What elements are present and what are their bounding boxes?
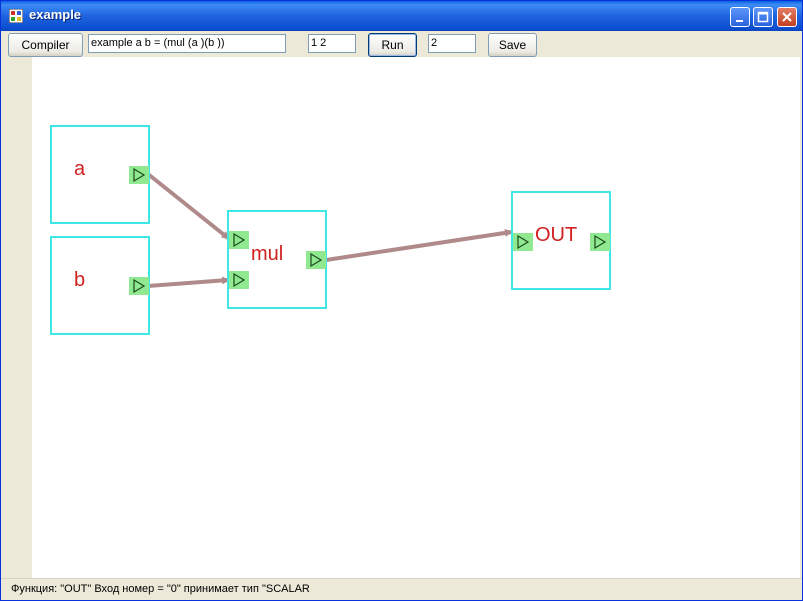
node-mul-label: mul xyxy=(251,243,284,265)
port-arrow-icon xyxy=(233,232,246,248)
wire-mul-to-out xyxy=(325,228,513,262)
status-bar: Функция: "OUT" Вход номер = "0" принимае… xyxy=(1,578,802,600)
minimize-button[interactable] xyxy=(730,7,750,27)
node-b-output-port[interactable] xyxy=(129,277,149,295)
graph-canvas[interactable]: a b mul OUT xyxy=(32,57,800,578)
maximize-button[interactable] xyxy=(753,7,773,27)
node-mul[interactable]: mul xyxy=(227,210,327,309)
node-a-output-port[interactable] xyxy=(129,166,149,184)
toolbar: Compiler example a b = (mul (a )(b )) 1 … xyxy=(1,31,802,57)
close-icon xyxy=(782,12,792,22)
node-a[interactable]: a xyxy=(50,125,150,224)
close-button[interactable] xyxy=(777,7,797,27)
arguments-input[interactable]: 1 2 xyxy=(308,34,356,53)
wire-a-to-mul xyxy=(146,172,230,240)
node-mul-input-port-0[interactable] xyxy=(229,231,249,249)
node-b-label: b xyxy=(74,269,86,291)
window-title: example xyxy=(29,7,82,22)
node-out-output-port[interactable] xyxy=(590,233,610,251)
wires-layer xyxy=(146,172,513,288)
port-arrow-icon xyxy=(517,234,530,250)
expression-input[interactable]: example a b = (mul (a )(b )) xyxy=(88,34,286,53)
node-out[interactable]: OUT xyxy=(511,191,611,290)
node-out-label: OUT xyxy=(535,224,578,246)
port-arrow-icon xyxy=(233,272,246,288)
node-mul-input-port-1[interactable] xyxy=(229,271,249,289)
port-arrow-icon xyxy=(133,167,146,183)
node-mul-output-port[interactable] xyxy=(306,251,326,269)
node-out-input-port[interactable] xyxy=(513,233,533,251)
compiler-button[interactable]: Compiler xyxy=(8,33,83,57)
run-button[interactable]: Run xyxy=(368,33,417,57)
minimize-icon xyxy=(736,20,743,22)
maximize-icon xyxy=(757,11,769,23)
port-arrow-icon xyxy=(594,234,607,250)
app-icon xyxy=(9,9,23,23)
node-a-label: a xyxy=(74,158,86,180)
result-field[interactable]: 2 xyxy=(428,34,476,53)
port-arrow-icon xyxy=(310,252,323,268)
node-b[interactable]: b xyxy=(50,236,150,335)
left-margin xyxy=(1,57,32,578)
save-button[interactable]: Save xyxy=(488,33,537,57)
status-text: Функция: "OUT" Вход номер = "0" принимае… xyxy=(11,583,310,595)
wire-b-to-mul xyxy=(147,276,230,288)
title-bar[interactable]: example xyxy=(1,1,802,31)
port-arrow-icon xyxy=(133,278,146,294)
